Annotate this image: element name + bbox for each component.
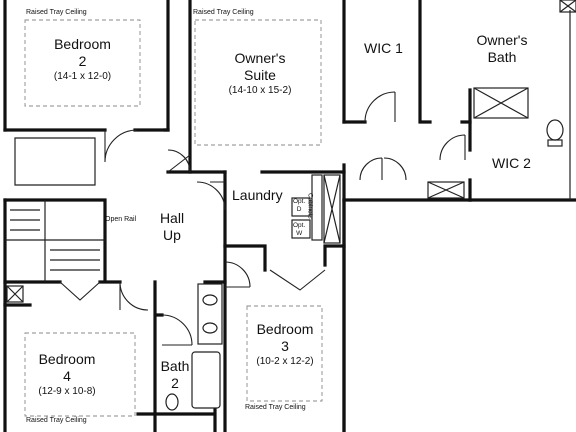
bedroom2-name-1: Bedroom: [54, 36, 111, 52]
owners-bath-name-2: Bath: [487, 48, 517, 65]
owners-suite-dims: (14-10 x 15-2): [228, 85, 292, 97]
bath2-name-1: Bath: [160, 358, 190, 374]
bedroom4-name-1: Bedroom: [38, 351, 96, 367]
bedroom2-ceiling-label: Raised Tray Ceiling: [26, 9, 87, 16]
bedroom4-dims: (12-9 x 10-8): [38, 386, 96, 398]
hall-name-1: Hall: [159, 210, 185, 226]
tray-ceilings: [24, 19, 323, 417]
bedroom3-name-2: 3: [281, 337, 289, 354]
opt-dryer-label: Opt. D: [293, 198, 306, 213]
stairs: [5, 200, 105, 282]
owners-suite-ceiling-label: Raised Tray Ceiling: [193, 9, 254, 16]
owners-suite-label: Owner's Suite (14-10 x 15-2): [205, 50, 315, 97]
bath2-name-2: 2: [171, 374, 179, 391]
owners-suite-name-1: Owner's: [234, 50, 286, 66]
bedroom3-label: Bedroom 3 (10-2 x 12-2): [245, 321, 325, 368]
opt-washer-label: Opt. W: [293, 222, 306, 237]
bedroom3-dims: (10-2 x 12-2): [256, 356, 314, 368]
laundry-label: Laundry: [232, 187, 283, 203]
walls: [3, 0, 576, 432]
owners-bath-label: Owner's Bath: [462, 32, 542, 65]
hall-name-2: Up: [163, 226, 181, 243]
bedroom2-name-2: 2: [78, 52, 87, 69]
bedroom2-dims: (14-1 x 12-0): [53, 71, 112, 83]
bedroom3-name-1: Bedroom: [256, 321, 314, 337]
bedroom3-ceiling-label: Raised Tray Ceiling: [245, 404, 306, 411]
bedroom4-ceiling-label: Raised Tray Ceiling: [26, 417, 87, 424]
wic1-label: WIC 1: [364, 40, 403, 56]
open-rail-label: Open Rail: [105, 216, 137, 223]
bedroom2-label: Bedroom 2 (14-1 x 12-0): [30, 36, 135, 83]
bedroom4-name-2: 4: [63, 367, 71, 384]
fixtures: [6, 0, 576, 411]
bedroom4-label: Bedroom 4 (12-9 x 10-8): [25, 351, 109, 398]
hall-label: Hall Up: [150, 210, 194, 243]
door-swings: [14, 91, 466, 346]
owners-bath-name-1: Owner's: [476, 32, 528, 48]
owners-suite-name-2: Suite: [244, 66, 276, 83]
bath2-label: Bath 2: [158, 358, 192, 391]
cabinets-label: Cabinets: [306, 193, 314, 219]
wic2-label: WIC 2: [492, 155, 531, 171]
